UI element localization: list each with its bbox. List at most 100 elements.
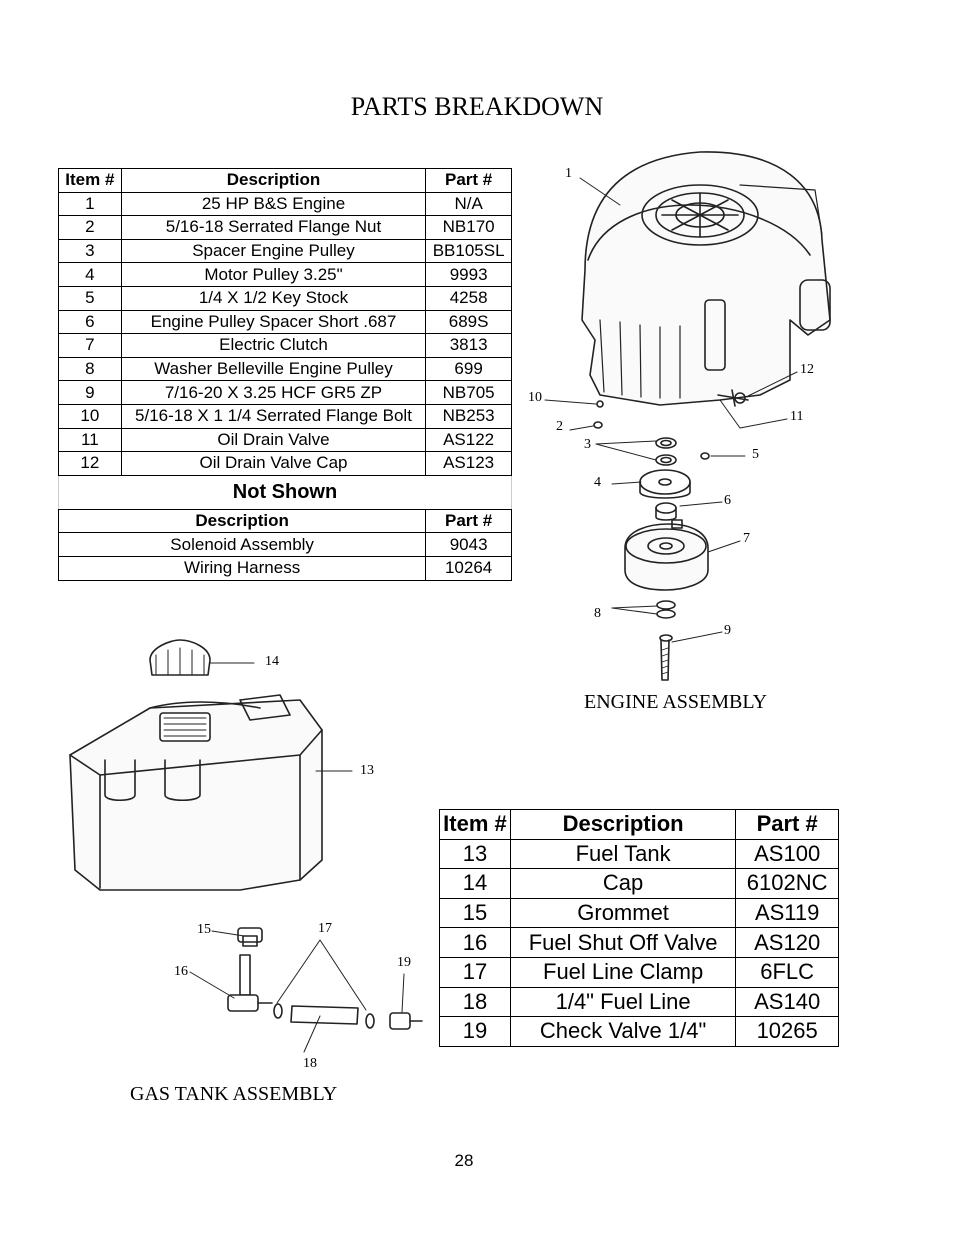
callout-17: 17	[318, 921, 332, 936]
callout-1: 1	[565, 166, 572, 181]
cell-part-number: 9993	[425, 262, 512, 287]
cell-item-number: 12	[58, 451, 122, 476]
cell-item-number: 9	[58, 380, 122, 405]
column-header-part: Part #	[425, 508, 512, 534]
cell-description: 1/4" Fuel Line	[509, 986, 737, 1018]
cell-description: Wiring Harness	[57, 555, 427, 581]
cell-item-number: 10	[58, 403, 122, 429]
callout-10: 10	[528, 390, 542, 405]
cell-part-number: 6102NC	[735, 868, 839, 899]
cell-part-number: AS122	[425, 427, 512, 453]
engine-assembly-caption: ENGINE ASSEMBLY	[584, 691, 768, 713]
cell-description: Check Valve 1/4"	[509, 1016, 737, 1047]
cell-part-number: 689S	[425, 309, 512, 335]
cell-part-number: NB253	[425, 403, 512, 429]
callout-19: 19	[397, 955, 411, 970]
cell-description: Solenoid Assembly	[57, 532, 427, 557]
cell-description: Grommet	[509, 897, 737, 929]
column-header-item: Item #	[439, 809, 511, 840]
callout-5: 5	[752, 447, 759, 462]
cell-item-number: 19	[439, 1016, 511, 1047]
cell-part-number: AS140	[735, 986, 839, 1018]
cell-item-number: 7	[58, 333, 122, 358]
cell-part-number: NB170	[425, 215, 512, 240]
cell-part-number: 6FLC	[735, 956, 839, 988]
column-header-item: Item #	[58, 168, 122, 193]
table-header-row: Item # Description Part #	[439, 809, 839, 840]
not-shown-title: Not Shown	[58, 474, 512, 510]
cell-description: Fuel Tank	[509, 838, 737, 870]
cell-item-number: 2	[58, 215, 122, 240]
callout-4: 4	[594, 475, 601, 490]
cell-part-number: 699	[425, 356, 512, 382]
page-title: PARTS BREAKDOWN	[350, 92, 604, 121]
not-shown-header-row: Description Part #	[57, 508, 512, 534]
cell-description: Spacer Engine Pulley	[120, 238, 427, 264]
cell-description: 1/4 X 1/2 Key Stock	[120, 285, 427, 311]
column-header-part: Part #	[425, 168, 512, 193]
cell-part-number: 10265	[735, 1016, 839, 1047]
callout-7: 7	[743, 531, 750, 546]
cell-item-number: 8	[58, 356, 122, 382]
gas-tank-assembly-caption: GAS TANK ASSEMBLY	[130, 1083, 338, 1105]
callout-3: 3	[584, 437, 591, 452]
column-header-description: Description	[57, 508, 427, 534]
cell-part-number: 10264	[425, 555, 512, 581]
cell-description: Electric Clutch	[120, 333, 427, 358]
cell-description: 5/16-18 X 1 1/4 Serrated Flange Bolt	[120, 403, 427, 429]
cell-item-number: 15	[439, 897, 511, 929]
cell-part-number: 4258	[425, 285, 512, 311]
callout-16: 16	[174, 964, 188, 979]
cell-part-number: AS119	[735, 897, 839, 929]
cell-item-number: 11	[58, 427, 122, 453]
callout-12: 12	[800, 362, 814, 377]
cell-part-number: 3813	[425, 333, 512, 358]
cell-item-number: 17	[439, 956, 511, 988]
callout-13: 13	[360, 763, 374, 778]
cell-item-number: 4	[58, 262, 122, 287]
callout-14: 14	[265, 654, 279, 669]
column-header-description: Description	[509, 809, 737, 840]
cell-part-number: BB105SL	[425, 238, 512, 264]
engine-drawing	[581, 151, 831, 681]
cell-item-number: 18	[439, 986, 511, 1018]
callout-18: 18	[303, 1056, 317, 1071]
cell-description: Oil Drain Valve	[120, 427, 427, 453]
gas-tank-drawing	[69, 639, 423, 1030]
cell-description: Oil Drain Valve Cap	[120, 451, 427, 476]
callout-15: 15	[197, 922, 211, 937]
cell-description: 7/16-20 X 3.25 HCF GR5 ZP	[120, 380, 427, 405]
callout-8: 8	[594, 606, 601, 621]
cell-description: Motor Pulley 3.25"	[120, 262, 427, 287]
cell-part-number: AS120	[735, 927, 839, 958]
cell-description: Washer Belleville Engine Pulley	[120, 356, 427, 382]
callout-9: 9	[724, 623, 731, 638]
cell-item-number: 6	[58, 309, 122, 335]
cell-description: Cap	[509, 868, 737, 899]
cell-item-number: 5	[58, 285, 122, 311]
engine-leader-lines	[544, 177, 798, 643]
cell-description: 5/16-18 Serrated Flange Nut	[120, 215, 427, 240]
callout-6: 6	[724, 493, 731, 508]
cell-part-number: NB705	[425, 380, 512, 405]
